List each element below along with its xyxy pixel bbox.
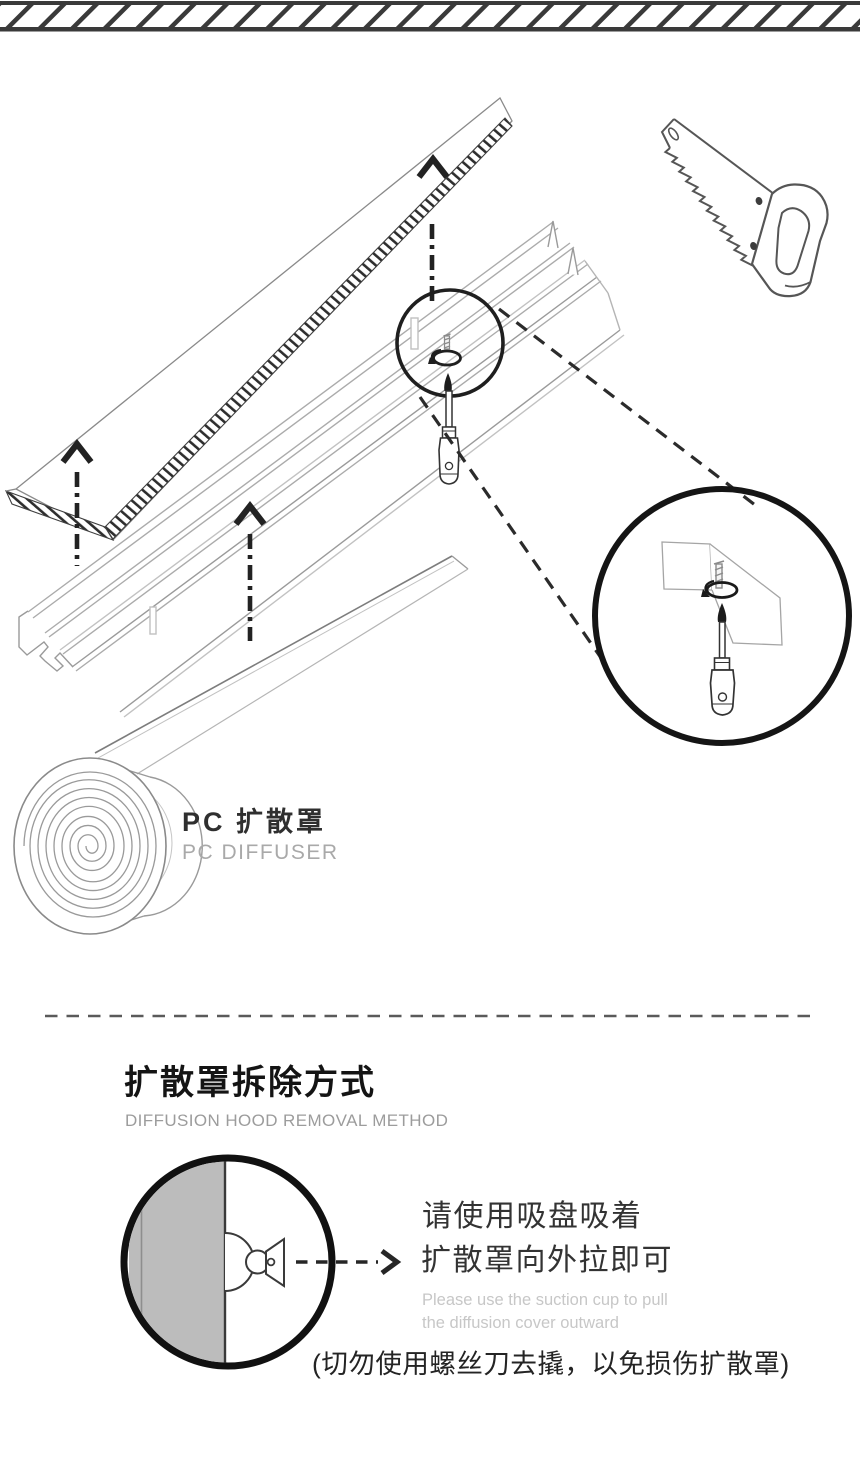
section-title: 扩散罩拆除方式 (124, 1064, 376, 1102)
magnified-detail-circle (592, 486, 852, 746)
hand-saw-icon (660, 118, 829, 298)
instruction-line-2: 扩散罩向外拉即可 (421, 1244, 673, 1277)
suction-cup-icon (224, 1232, 285, 1292)
fixture-channel (18, 220, 625, 718)
screw-icon (713, 560, 725, 589)
screwdriver-icon (438, 373, 460, 485)
top-hatch-border (0, 1, 860, 32)
suction-cup-diagram (120, 1154, 402, 1370)
screw-hole (432, 349, 462, 367)
screwdriver-icon (709, 603, 736, 716)
arrow-up-icon (60, 153, 450, 526)
pull-direction-arrow-icon (296, 1248, 402, 1276)
instruction-line-1: 请使用吸盘吸着 (422, 1200, 643, 1233)
top-diffuser-sheet (4, 96, 513, 542)
instruction-en-line-2: the diffusion cover outward (422, 1314, 619, 1332)
diffuser-cross-section (129, 1161, 227, 1363)
section-subtitle: DIFFUSION HOOD REMOVAL METHOD (125, 1111, 449, 1130)
instruction-en-line-1: Please use the suction cup to pull (422, 1291, 668, 1309)
rotate-arrow-icon (428, 348, 442, 364)
caution-note: (切勿使用螺丝刀去撬，以免损伤扩散罩) (312, 1349, 790, 1379)
pc-diffuser-roll (13, 555, 469, 935)
callout-connectors (418, 307, 760, 666)
screw-hole (705, 581, 739, 599)
rotate-arrow-icon (701, 579, 715, 597)
part-label-cn: PC 扩散罩 (182, 807, 327, 837)
part-label-en: PC DIFFUSER (182, 841, 339, 864)
screw-icon (443, 333, 451, 350)
screw-detail-circle (395, 288, 505, 485)
bracket-plate (661, 541, 783, 646)
